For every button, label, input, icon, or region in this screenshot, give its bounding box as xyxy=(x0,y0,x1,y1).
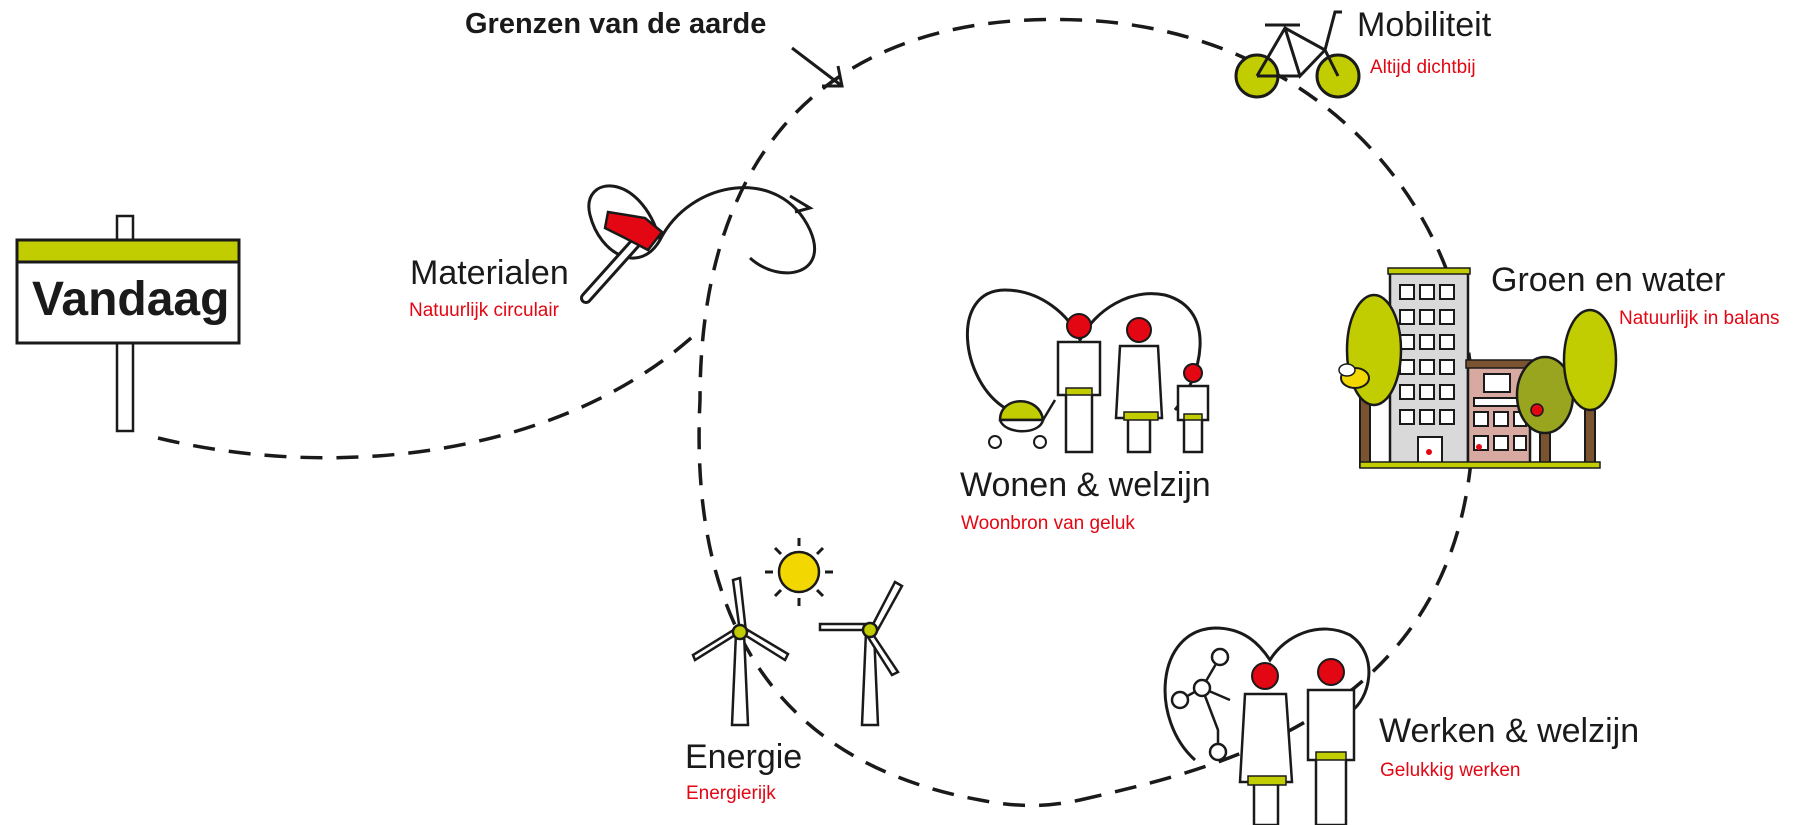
groen-subtitle: Natuurlijk in balans xyxy=(1619,308,1780,329)
groen-title: Groen en water xyxy=(1491,261,1726,299)
energie-subtitle: Energierijk xyxy=(686,783,776,804)
infinity-hammer-icon xyxy=(580,184,817,304)
materialen-title: Materialen xyxy=(410,254,569,292)
couple-network-heart-icon xyxy=(1163,626,1371,825)
start-sign-label: Vandaag xyxy=(32,273,230,326)
werken-title: Werken & welzijn xyxy=(1379,712,1640,750)
today-path xyxy=(157,328,702,460)
earth-boundary-loop xyxy=(697,17,1476,808)
diagram-heading: Grenzen van de aarde xyxy=(465,8,767,40)
mobiliteit-subtitle: Altijd dichtbij xyxy=(1370,57,1476,78)
windmill-sun-icon xyxy=(691,538,904,727)
bicycle-icon xyxy=(1234,10,1361,99)
energie-title: Energie xyxy=(685,738,803,776)
werken-subtitle: Gelukkig werken xyxy=(1380,760,1521,781)
city-trees-icon xyxy=(1338,267,1618,469)
family-heart-icon xyxy=(965,288,1210,454)
wonen-title: Wonen & welzijn xyxy=(960,466,1211,504)
signpost-icon xyxy=(15,214,241,433)
wonen-subtitle: Woonbron van geluk xyxy=(961,513,1135,534)
mobiliteit-title: Mobiliteit xyxy=(1357,6,1492,44)
materialen-subtitle: Natuurlijk circulair xyxy=(409,300,559,321)
heading-arrow-icon xyxy=(791,46,844,88)
